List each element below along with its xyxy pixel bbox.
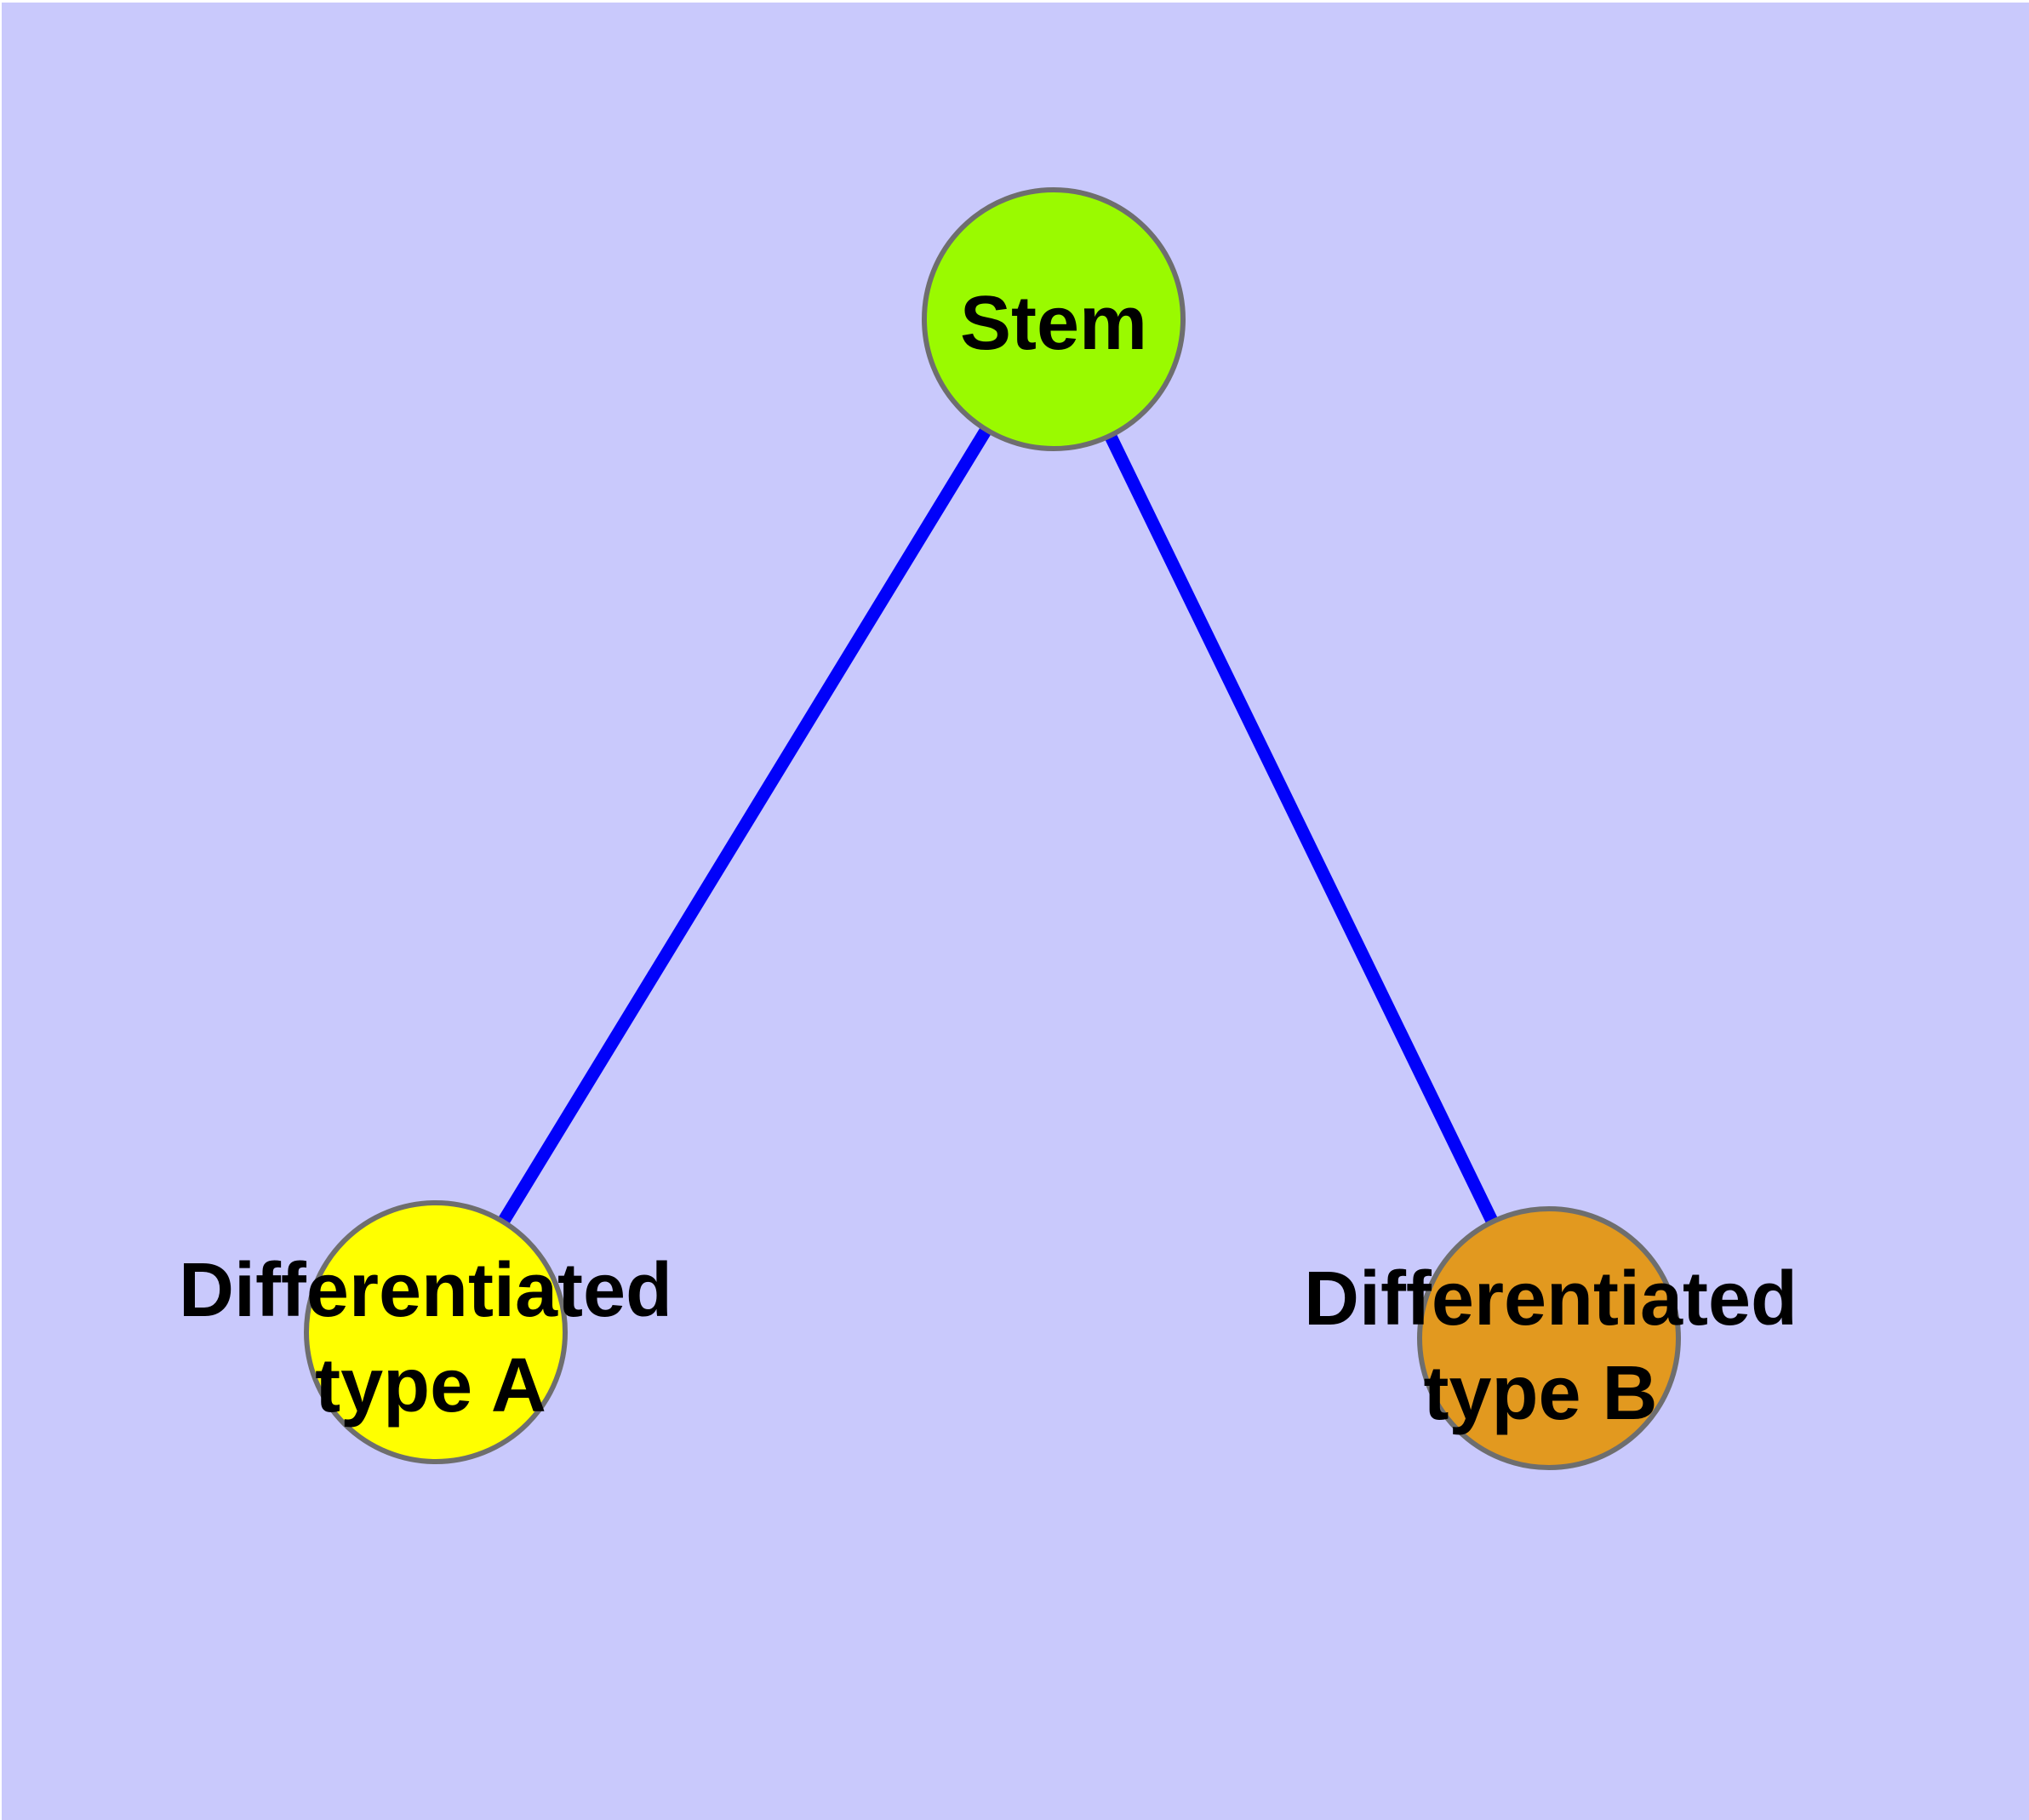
node-differentiated-type-a	[304, 1200, 568, 1464]
node-type-b-label-line-2: type B	[1423, 1351, 1657, 1436]
edge-stem-to-type-a	[430, 316, 1060, 1336]
edge-stem-to-type-b	[1048, 316, 1555, 1342]
node-type-b-label-line-1: Differentiated	[1304, 1256, 1798, 1342]
node-differentiated-type-b	[1417, 1206, 1681, 1470]
node-type-a-label-line-2: type A	[315, 1343, 546, 1428]
node-stem	[922, 187, 1186, 451]
node-type-a-label-line-1: Differentiated	[179, 1248, 672, 1333]
node-stem-label: Stem	[960, 281, 1147, 366]
